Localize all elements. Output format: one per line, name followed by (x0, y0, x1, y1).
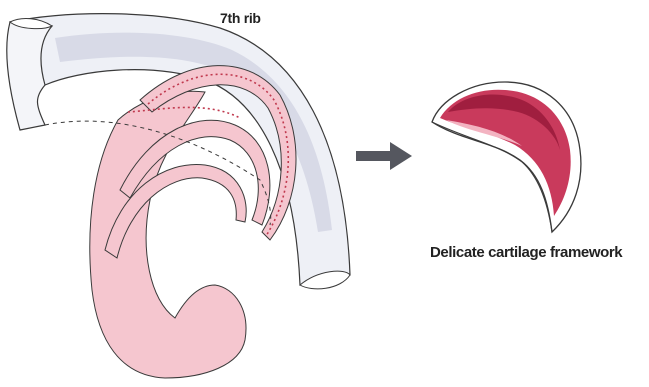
arrow-right-icon (356, 142, 412, 170)
framework-label: Delicate cartilage framework (430, 244, 622, 261)
rib-label: 7th rib (220, 10, 261, 26)
rib-7 (7, 14, 350, 289)
cartilage-framework (432, 82, 581, 232)
